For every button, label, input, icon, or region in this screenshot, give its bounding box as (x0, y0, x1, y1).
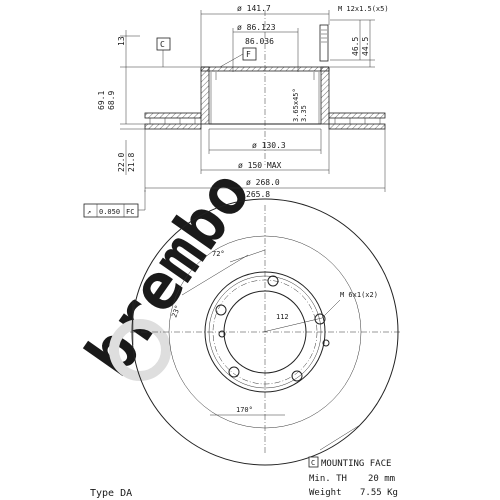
dim-86-036: 86.036 (245, 37, 274, 46)
mounting-face-text: MOUNTING FACE (321, 459, 391, 469)
weight-label: Weight (309, 488, 342, 498)
ring-right-lower (328, 123, 386, 130)
dim-130-3: ø 130.3 (252, 141, 286, 150)
dim-268-0: ø 268.0 (246, 178, 280, 187)
stud-hole (291, 370, 303, 382)
datum-f-label: F (246, 50, 251, 59)
brembo-watermark: brembo (72, 157, 265, 389)
mounting-face-box (308, 456, 319, 468)
chamfer-3-65: 3.65x45° (292, 88, 300, 122)
min-th-label: Min. TH (309, 474, 347, 484)
dim-44-5: 44.5 (361, 37, 370, 56)
angle-72: 72° (212, 250, 225, 258)
thread-m6-label: M 6x1(x2) (340, 291, 378, 299)
hat-outer-edge (204, 271, 326, 393)
ring-left-lower (144, 123, 202, 130)
m6-hole (218, 330, 226, 338)
hat-left-wall (200, 66, 210, 125)
min-th-value: 20 mm (368, 474, 395, 484)
wheel-stud (319, 24, 329, 62)
pcd-circle (212, 279, 318, 385)
runout-ref: FC (126, 208, 134, 216)
datum-c-box (156, 37, 171, 51)
stud-hole (314, 313, 326, 325)
dim-86-123: ø 86.123 (237, 23, 276, 32)
ring-left-upper (144, 112, 202, 119)
runout-tolerance-frame: ↗ 0.050 FC (83, 190, 146, 218)
stud-hole (215, 304, 227, 316)
dim-69-1: 69.1 (97, 91, 106, 110)
pcd-112: 112 (276, 313, 289, 321)
chamfer-3-35: 3.35 (300, 105, 308, 122)
mounting-face-code: C (311, 459, 315, 467)
thread-m12-label: M 12x1.5(x5) (338, 5, 389, 13)
disc-inner-friction-edge (168, 235, 362, 429)
ring-right-upper (328, 112, 386, 119)
dim-150-max: ø 150 MAX (238, 161, 282, 170)
cross-section-view: C F ø 141.7 M 12x1.5(x5) ø 86.123 86.036… (97, 4, 389, 199)
type-label: Type DA (90, 488, 132, 499)
spec-legend: C MOUNTING FACE Min. TH 20 mm Weight 7.5… (308, 456, 398, 498)
dim-46-5: 46.5 (351, 37, 360, 56)
stud-hole (267, 275, 279, 287)
weight-value: 7.55 Kg (360, 488, 398, 498)
angle-23: 23° (170, 304, 182, 319)
dim-265-8: 265.8 (246, 190, 270, 199)
hat-top-wall (200, 66, 330, 72)
runout-symbol: ↗ (87, 208, 91, 216)
angle-170: 170° (236, 406, 253, 414)
stud-hole (228, 366, 240, 378)
front-view: 72° 23° 170° 112 M 6x1(x2) (130, 198, 400, 466)
dim-141-7: ø 141.7 (237, 4, 271, 13)
disc-outer-edge (131, 198, 399, 466)
runout-value: 0.050 (99, 208, 120, 216)
dim-68-9: 68.9 (107, 91, 116, 110)
dim-13: 13 (117, 36, 126, 46)
hat-right-wall (320, 66, 330, 125)
m6-hole (322, 339, 330, 347)
dim-22-0: 22.0 (117, 153, 126, 172)
datum-c-label: C (160, 40, 165, 49)
dim-21-8: 21.8 (127, 153, 136, 172)
